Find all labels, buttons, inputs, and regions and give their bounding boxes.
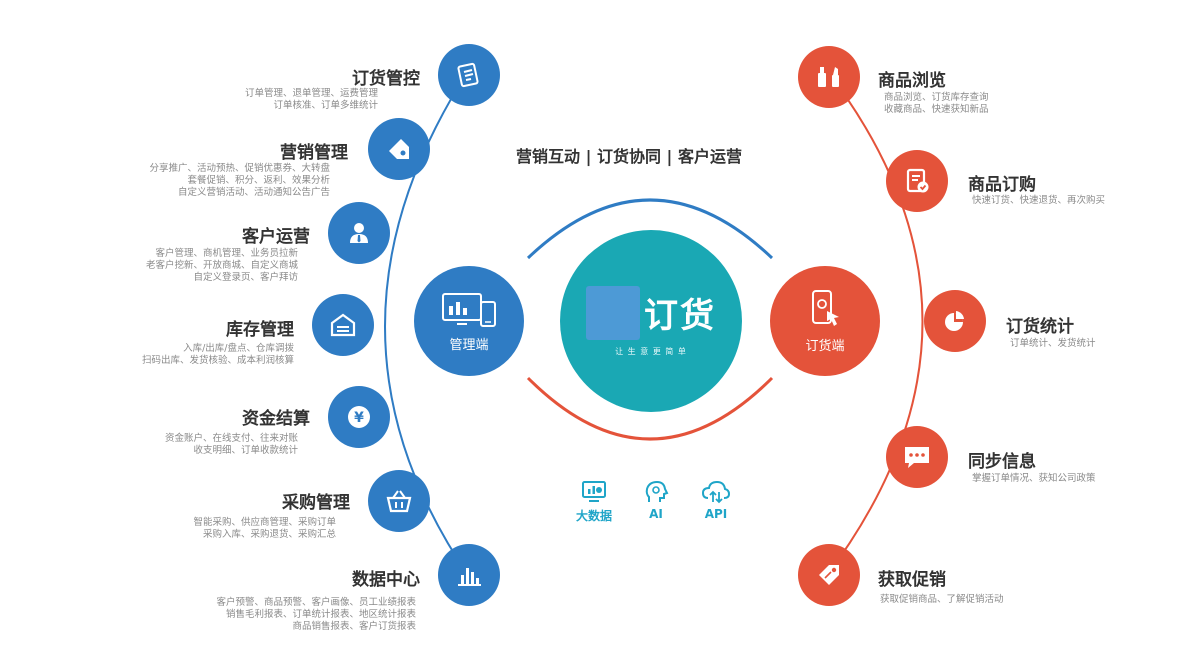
desc-line: 订单核准、订单多维统计 [273, 100, 378, 111]
feature-api: API [686, 480, 746, 521]
module-desc: 获取促销商品、了解促销活动 [880, 594, 1004, 606]
module-icon-circle[interactable] [368, 470, 430, 532]
phone-tap-icon [807, 289, 843, 329]
desc-line: 销售毛利报表、订单统计报表、地区统计报表 [225, 609, 416, 620]
document-edit-icon [455, 61, 483, 89]
module-icon-circle[interactable] [886, 150, 948, 212]
cosmetics-icon [814, 63, 844, 91]
desc-line: 获取促销商品、了解促销活动 [880, 594, 1004, 605]
desc-line: 商品浏览、订货库存查询 [884, 92, 989, 103]
module-desc: 入库/出库/盘点、仓库调拨 扫码出库、发货核验、成本利润核算 [142, 343, 294, 367]
desc-line: 收支明细、订单收款统计 [193, 445, 298, 456]
module-icon-circle[interactable] [438, 544, 500, 606]
yen-icon: ¥ [345, 403, 373, 431]
right-chain-arc [824, 67, 924, 579]
module-title: 库存管理 [226, 320, 294, 340]
center-logo-circle: 订货 让 生 意 更 简 单 [560, 230, 742, 412]
desc-line: 掌握订单情况、获知公司政策 [972, 473, 1096, 484]
module-icon-circle[interactable]: ¥ [328, 386, 390, 448]
desc-line: 扫码出库、发货核验、成本利润核算 [141, 355, 294, 366]
admin-hub[interactable]: 管理端 [414, 266, 524, 376]
order-hub-label: 订货端 [805, 338, 845, 354]
module-icon-circle[interactable] [886, 426, 948, 488]
feature-big-data: 大数据 [564, 480, 624, 524]
basket-icon [385, 487, 413, 515]
admin-hub-label: 管理端 [449, 337, 489, 353]
desc-line: 老客户挖新、开放商城、自定义商城 [145, 260, 298, 271]
desc-line: 分享推广、活动预热、促销优惠券、大转盘 [149, 163, 330, 174]
feature-label: API [704, 507, 728, 521]
discount-tag-icon [815, 561, 843, 589]
module-desc: 订单统计、发货统计 [1010, 338, 1096, 350]
module-icon-circle[interactable] [368, 118, 430, 180]
module-icon-circle[interactable] [924, 290, 986, 352]
module-desc: 资金账户、在线支付、往来对账 收支明细、订单收款统计 [165, 433, 298, 457]
module-icon-circle[interactable] [798, 46, 860, 108]
feature-label: AI [649, 507, 663, 521]
module-title: 采购管理 [282, 493, 350, 513]
module-title: 商品浏览 [878, 71, 946, 91]
desc-line: 收藏商品、快速获知新品 [884, 104, 989, 115]
module-icon-circle[interactable] [312, 294, 374, 356]
module-title: 获取促销 [878, 570, 946, 590]
feature-label: 大数据 [575, 509, 612, 523]
logo-slogan: 让 生 意 更 简 单 [615, 346, 687, 356]
desc-line: 客户管理、商机管理、业务员拉新 [155, 248, 298, 259]
center-lower-arc [526, 376, 774, 441]
price-tag-icon [385, 135, 413, 163]
desc-line: 自定义登录页、客户拜访 [193, 272, 298, 283]
big-data-icon [580, 480, 608, 504]
ai-head-icon [643, 480, 669, 504]
module-title: 营销管理 [280, 143, 348, 163]
desc-line: 自定义营销活动、活动通知公告广告 [177, 187, 330, 198]
tagline: 营销互动 | 订货协同 | 客户运营 [516, 147, 742, 166]
desc-line: 入库/出库/盘点、仓库调拨 [183, 343, 294, 354]
desc-line: 套餐促销、积分、返利、效果分析 [187, 175, 330, 186]
module-title: 订货管控 [352, 69, 420, 89]
module-desc: 智能采购、供应商管理、采购订单 采购入库、采购退货、采购汇总 [193, 517, 336, 541]
module-title: 资金结算 [242, 409, 310, 429]
svg-text:¥: ¥ [354, 410, 364, 426]
cloud-api-icon [701, 480, 731, 504]
desc-line: 快速订货、快速退货、再次购买 [972, 195, 1106, 206]
center-upper-arc [526, 198, 774, 260]
module-desc: 订单管理、退单管理、运费管理 订单核准、订单多维统计 [245, 88, 378, 112]
module-desc: 客户预警、商品预警、客户画像、员工业绩报表 销售毛利报表、订单统计报表、地区统计… [216, 597, 416, 633]
desc-line: 智能采购、供应商管理、采购订单 [193, 517, 336, 528]
module-title: 数据中心 [352, 570, 420, 590]
desc-line: 客户预警、商品预警、客户画像、员工业绩报表 [216, 597, 416, 608]
feature-ai: AI [626, 480, 686, 521]
module-title: 同步信息 [968, 452, 1036, 472]
warehouse-icon [329, 311, 357, 339]
module-desc: 商品浏览、订货库存查询 收藏商品、快速获知新品 [884, 92, 989, 116]
person-icon [345, 219, 373, 247]
order-check-icon [903, 167, 931, 195]
module-desc: 客户管理、商机管理、业务员拉新 老客户挖新、开放商城、自定义商城 自定义登录页、… [146, 248, 298, 284]
order-hub[interactable]: 订货端 [770, 266, 880, 376]
bar-chart-icon [455, 561, 483, 589]
module-desc: 快速订货、快速退货、再次购买 [972, 195, 1105, 207]
module-title: 客户运营 [242, 227, 310, 247]
pie-chart-icon [941, 307, 969, 335]
desc-line: 商品销售报表、客户订货报表 [292, 621, 416, 632]
module-title: 商品订购 [968, 175, 1036, 195]
logo-text: 订货 [644, 296, 716, 336]
logo-mark [586, 285, 640, 340]
module-icon-circle[interactable] [438, 44, 500, 106]
desc-line: 订单统计、发货统计 [1010, 338, 1096, 349]
monitor-tablet-icon [441, 290, 497, 328]
module-icon-circle[interactable] [328, 202, 390, 264]
module-icon-circle[interactable] [798, 544, 860, 606]
desc-line: 采购入库、采购退货、采购汇总 [202, 529, 336, 540]
chat-bubble-icon [902, 443, 932, 471]
module-desc: 分享推广、活动预热、促销优惠券、大转盘 套餐促销、积分、返利、效果分析 自定义营… [149, 163, 330, 199]
module-title: 订货统计 [1006, 317, 1074, 337]
module-desc: 掌握订单情况、获知公司政策 [972, 473, 1096, 485]
desc-line: 资金账户、在线支付、往来对账 [164, 433, 298, 444]
desc-line: 订单管理、退单管理、运费管理 [244, 88, 378, 99]
